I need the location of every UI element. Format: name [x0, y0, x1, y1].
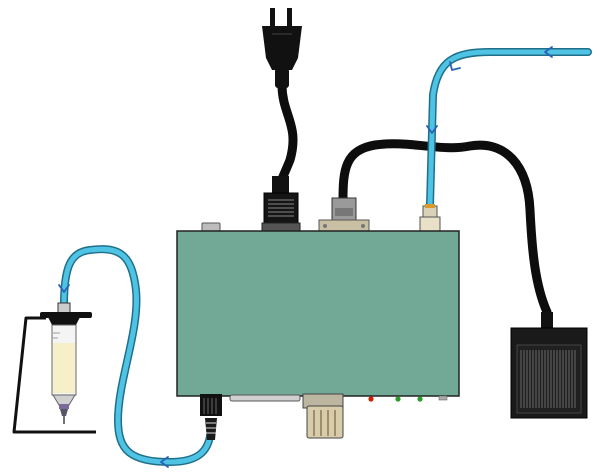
controller-unit [176, 230, 460, 402]
pressure-knob-icon[interactable] [302, 393, 344, 439]
foot-pedal-cable [338, 139, 552, 317]
flow-arrow-left-icon [544, 46, 553, 58]
flow-arrow-bottom-left-icon [160, 456, 169, 468]
air-supply-hose-core [427, 49, 591, 208]
power-plug-icon [262, 8, 302, 88]
output-air-hose-core [61, 246, 214, 465]
air-supply-hose [426, 48, 592, 209]
syringe-fluid [53, 343, 75, 393]
foot-switch-icon[interactable] [510, 312, 588, 419]
rear-connectors [201, 176, 441, 233]
stand-icon [12, 316, 96, 434]
syringe-icon [40, 302, 92, 424]
red-led [368, 396, 374, 402]
flow-arrows [58, 46, 553, 468]
flow-arrow-diagonal-icon [449, 61, 461, 71]
power-cable [275, 80, 298, 197]
air-outlet-connector-icon [200, 394, 222, 440]
green-led-2 [417, 396, 423, 402]
green-led-1 [395, 396, 401, 402]
air-hoses [60, 48, 592, 467]
flow-arrow-syringe-down-icon [58, 284, 70, 293]
flow-arrow-down-icon [426, 125, 438, 134]
